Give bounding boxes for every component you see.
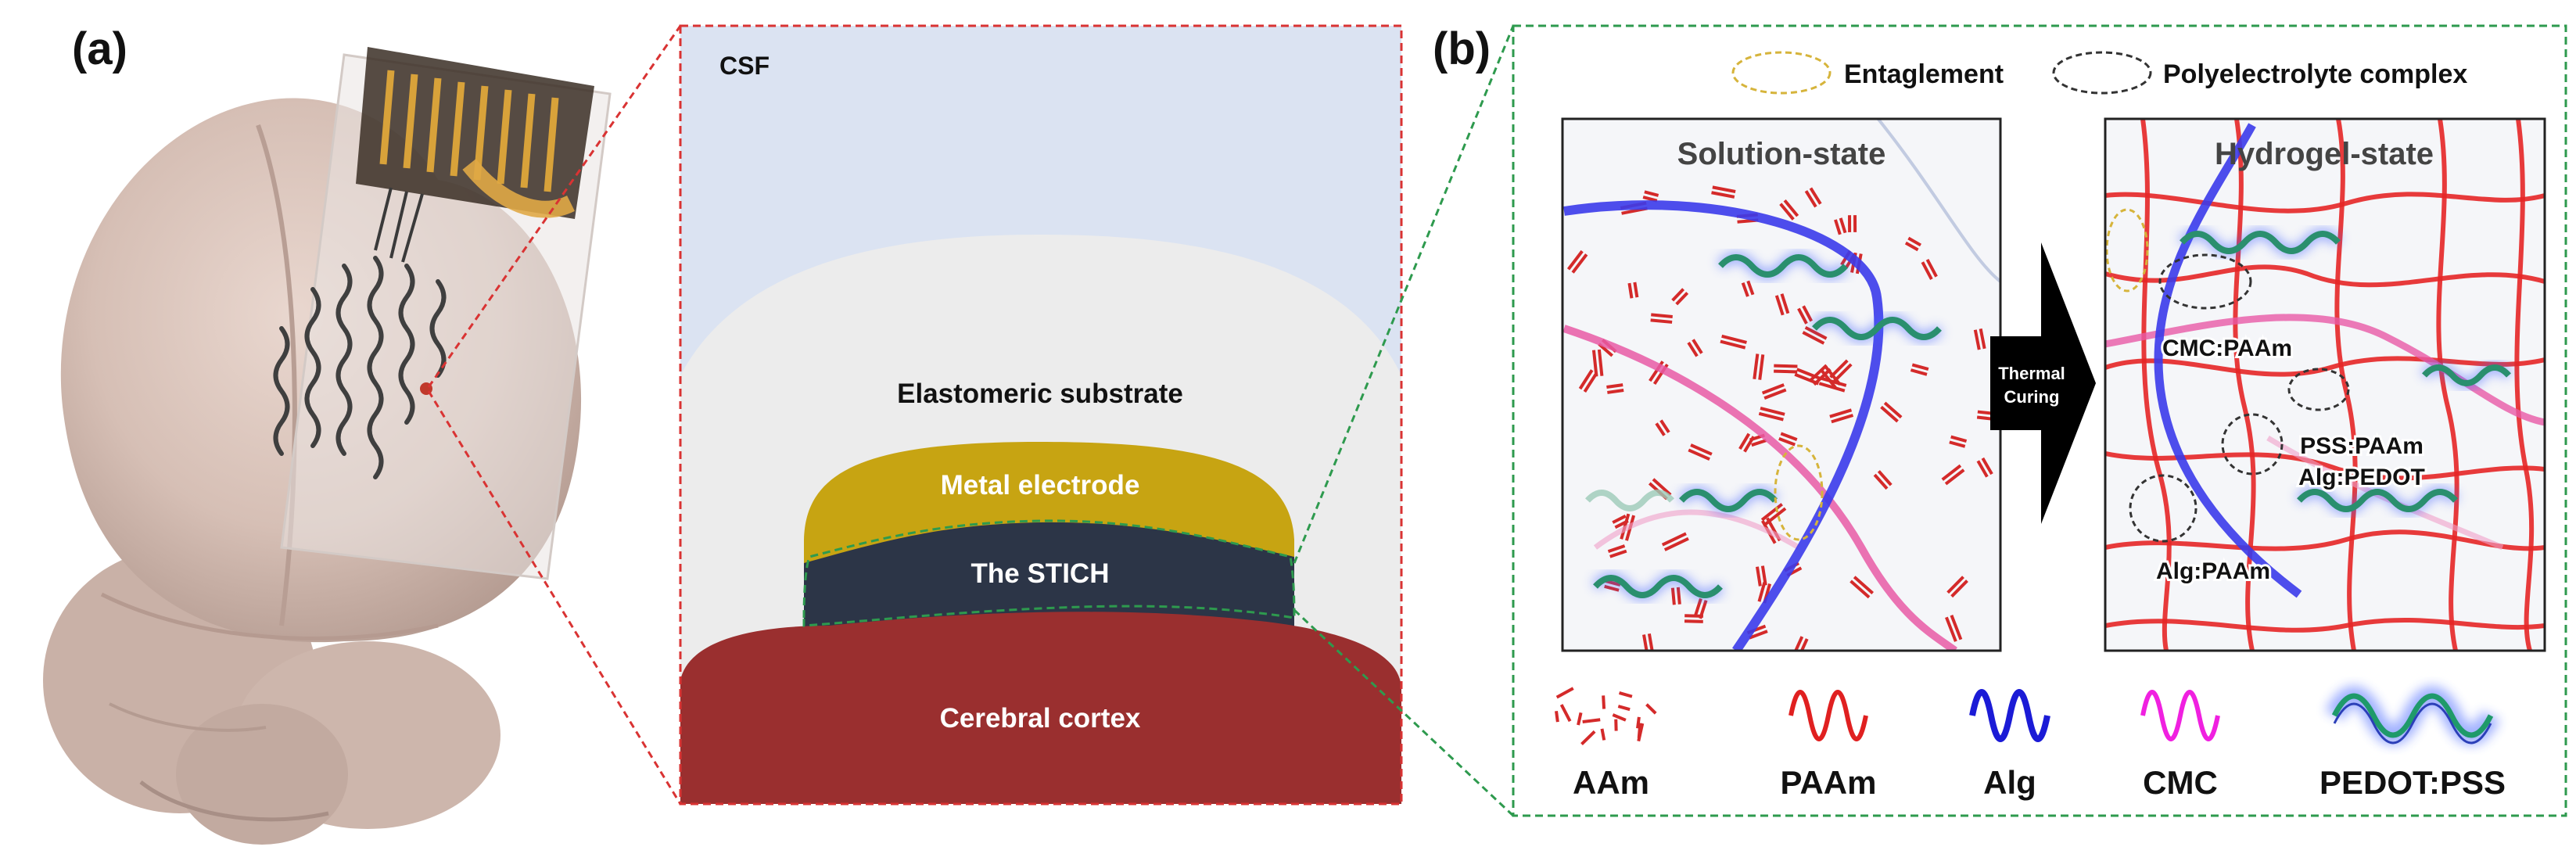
solution-state-network (1562, 119, 2000, 651)
complex-marker-alg-paam (2129, 474, 2197, 543)
complex-label-cmc-paam: CMC:PAAm (2162, 336, 2292, 361)
polyelectrolyte-complex-icon (2052, 51, 2152, 95)
complex-marker-pss-paam (2287, 368, 2350, 411)
cerebral-cortex-label: Cerebral cortex (940, 703, 1141, 734)
cmc-wave-icon (2140, 690, 2220, 741)
elastomeric-substrate-label: Elastomeric substrate (897, 379, 1183, 409)
arrow-label-curing: Curing (2004, 387, 2060, 407)
solution-state-title: Solution-state (1677, 137, 1886, 171)
cross-section-frame (679, 24, 1403, 806)
complex-marker-cmc-paam (2158, 253, 2252, 310)
legend-item-alg: Alg (1983, 764, 2036, 801)
csf-label: CSF (719, 52, 770, 80)
thermal-curing-arrow (1990, 242, 2096, 524)
complex-marker-alg-pedot (2221, 413, 2284, 475)
hydrogel-state-border (2104, 117, 2546, 652)
zoom-lines-green (1293, 25, 1515, 817)
cross-section-panel (680, 26, 1401, 804)
entanglement-marker-solution (1774, 444, 1824, 541)
alg-wave-icon (1969, 689, 2050, 742)
complex-label-pss-paam: PSS:PAAm (2300, 433, 2424, 459)
flexible-electrode-device (273, 47, 612, 580)
component-legend: AAm PAAm Alg CMC PEDOT:PSS (1555, 686, 2506, 801)
pedot-pss-wave-icon (2325, 686, 2500, 745)
legend-complex-label: Polyelectrolyte complex (2163, 59, 2467, 89)
hydrogel-state-network (2105, 119, 2545, 651)
complex-label-alg-pedot: Alg:PEDOT (2298, 465, 2425, 490)
zoom-lines-red (427, 25, 682, 805)
stich-label: The STICH (971, 558, 1110, 589)
complex-label-alg-paam: Alg:PAAm (2156, 558, 2270, 584)
panel-b-label: (b) (1433, 23, 1491, 74)
legend-item-cmc: CMC (2143, 764, 2218, 801)
entanglement-icon (1731, 51, 1832, 95)
paam-wave-icon (1788, 690, 1868, 741)
legend-entanglement-label: Entaglement (1844, 59, 2004, 89)
legend-item-aam: AAm (1573, 764, 1649, 801)
panel-a-label: (a) (72, 23, 127, 74)
stich-layer (804, 522, 1294, 641)
aam-dash-icon (1555, 687, 1657, 746)
legend-item-paam: PAAm (1781, 764, 1877, 801)
cerebral-cortex-layer (680, 612, 1401, 804)
hydrogel-state-title: Hydrogel-state (2215, 137, 2434, 171)
entanglement-marker-hydrogel (2105, 208, 2149, 292)
legend-item-pedot-pss: PEDOT:PSS (2319, 764, 2506, 801)
metal-electrode-label: Metal electrode (941, 470, 1140, 501)
arrow-label-thermal: Thermal (1998, 364, 2065, 383)
